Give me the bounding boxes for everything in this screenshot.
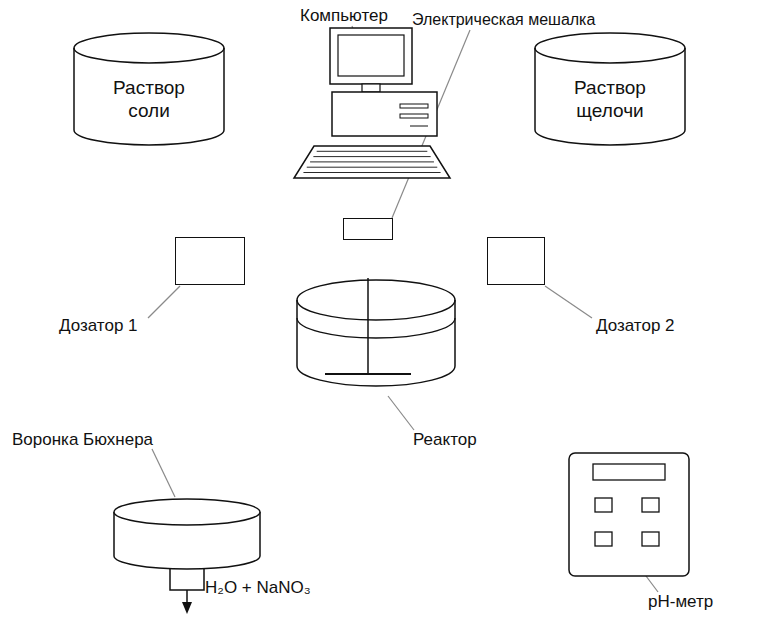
label-holder: Раствор соли — [72, 68, 226, 132]
node-label: pH-метр — [648, 592, 713, 612]
tank-cylinder: Раствор щелочи — [533, 32, 687, 148]
leader-line — [388, 396, 414, 430]
reactor-vessel-outline — [295, 278, 457, 390]
node-label: Электрическая мешалка — [412, 11, 595, 29]
dosing-pump: Дозатор 2 — [487, 237, 545, 285]
leader-line — [152, 449, 175, 497]
output-label: H₂O + NaNO₃ — [205, 578, 311, 598]
mixer-motor: Электрическая мешалка — [343, 218, 393, 240]
reactor-vessel: Реактор — [295, 278, 457, 390]
buchner-funnel: Воронка Бюхнера — [112, 498, 262, 590]
dosing-pump: Дозатор 1 — [175, 237, 245, 285]
tank-cylinder: Раствор соли — [72, 32, 226, 148]
node-label: Реактор — [413, 430, 477, 450]
leader-line — [545, 286, 592, 318]
node-label: Воронка Бюхнера — [12, 430, 153, 450]
ph-meter-outline — [568, 452, 690, 577]
computer-figure: Компьютер — [292, 28, 452, 180]
node-label: Раствор щелочи — [562, 77, 658, 123]
leader-line — [148, 286, 180, 318]
node-label: Дозатор 2 — [596, 316, 675, 336]
node-label: Раствор соли — [101, 77, 197, 123]
buchner-funnel-outline — [112, 498, 262, 590]
ph-meter: pH-метр — [568, 452, 690, 577]
node-label: Дозатор 1 — [59, 316, 138, 336]
node-label: Компьютер — [300, 6, 388, 26]
outflow-arrow — [182, 590, 192, 614]
label-holder: Раствор щелочи — [533, 68, 687, 132]
computer-figure-outline — [292, 28, 452, 180]
